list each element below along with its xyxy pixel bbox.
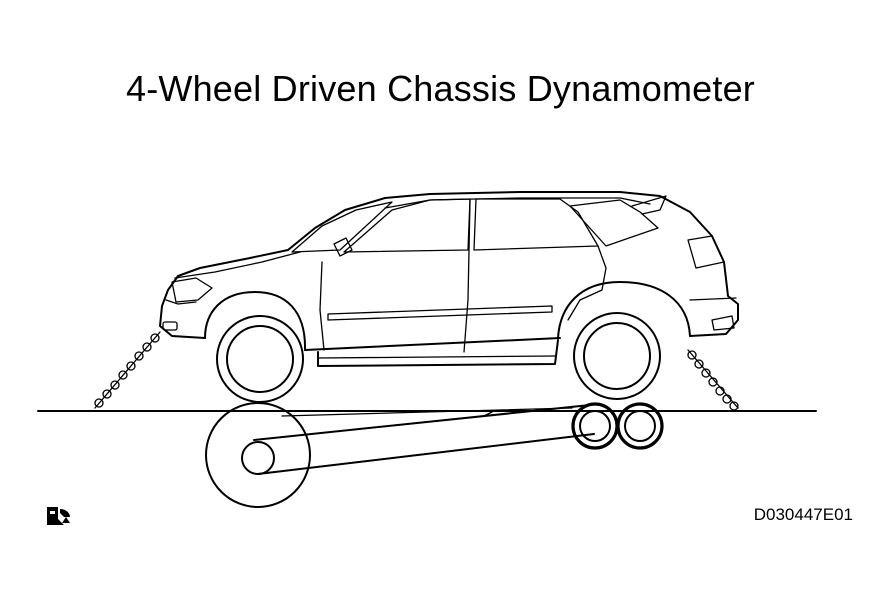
rear-roller-right (616, 402, 664, 450)
rear-door-line (567, 245, 607, 321)
front-wheel-arch (204, 291, 307, 351)
front-pulley (241, 441, 275, 475)
vehicle (159, 191, 739, 367)
rear-bumper (689, 297, 737, 331)
rear-spoiler (631, 195, 667, 215)
front-door-line (319, 261, 325, 351)
rear-quarter-window (569, 199, 659, 247)
vehicle-body-outline (159, 191, 739, 351)
figure-code: D030447E01 (753, 505, 853, 524)
front-side-window (343, 198, 471, 253)
rear-roller-left-hub (579, 410, 611, 442)
rocker-line (317, 355, 556, 359)
front-wheel (216, 315, 304, 403)
rear-tie-down-chain (687, 349, 739, 411)
grille (165, 299, 197, 305)
windshield (291, 201, 393, 253)
front-large-roller (205, 402, 311, 508)
door-split-line (463, 199, 471, 353)
front-tie-down-chain (94, 331, 161, 409)
rear-wheel (573, 312, 661, 400)
roof-rail (384, 197, 651, 209)
rear-roller-right-hub (624, 410, 656, 442)
rocker-panel (317, 339, 559, 367)
rear-side-window (473, 198, 599, 251)
support-bar (281, 407, 573, 417)
hood-line (174, 251, 301, 279)
side-mirror (333, 237, 353, 257)
side-moulding (327, 305, 553, 321)
page-title: 4-Wheel Driven Chassis Dynamometer (126, 68, 755, 109)
document-symbol-icon (47, 507, 70, 525)
rear-wheel-arch (557, 281, 691, 339)
tail-light (687, 235, 725, 269)
dynamometer (205, 402, 664, 508)
fog-light (162, 321, 178, 331)
headlight (171, 277, 213, 303)
drive-belt (253, 404, 595, 475)
